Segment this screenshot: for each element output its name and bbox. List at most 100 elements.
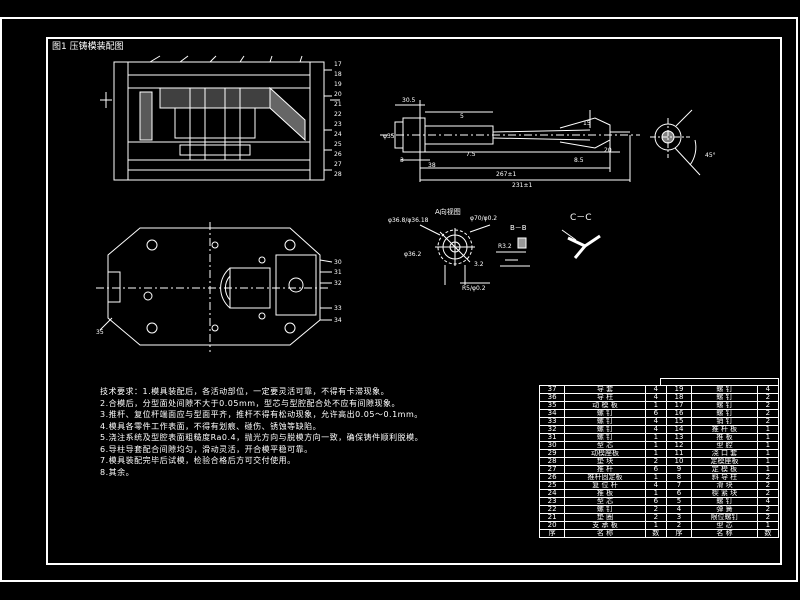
dim-7-5: 7.5: [466, 151, 476, 158]
dim-5: 5: [460, 113, 464, 120]
bom-cell: 1: [644, 473, 667, 482]
bom-cell: 2: [756, 513, 780, 522]
bom-cell: 6: [665, 489, 693, 498]
bom-cell: 2: [644, 513, 667, 522]
bom-cell: 导 套: [564, 385, 646, 394]
bom-cell: 2: [756, 473, 780, 482]
bom-cell: 12: [665, 441, 693, 450]
bom-cell: 数: [756, 529, 780, 538]
bom-cell: 7: [665, 481, 693, 490]
bom-cell: 斜 导 柱: [691, 473, 758, 482]
bom-cell: 螺 钉: [691, 409, 758, 418]
drawing-title: 图1 压铸模装配图: [52, 42, 124, 52]
bom-cell: 2: [756, 401, 780, 410]
bom-cell: 螺 钉: [691, 393, 758, 402]
bom-cell: 17: [665, 401, 693, 410]
balloon-label: 25: [334, 141, 342, 148]
bom-cell: 1: [644, 441, 667, 450]
bom-cell: 销 钉: [691, 417, 758, 426]
bom-cell: 13: [665, 433, 693, 442]
bom-cell: 支 承 板: [564, 521, 646, 530]
bom-cell: 11: [665, 449, 693, 458]
core-pin-part: [380, 100, 640, 182]
bom-cell: 19: [665, 385, 693, 394]
bom-cell: 4: [644, 393, 667, 402]
bom-cell: 4: [756, 497, 780, 506]
bom-cell: 15: [665, 417, 693, 426]
bom-cell: 动模座板: [564, 449, 646, 458]
dim-3: 3: [400, 157, 404, 164]
bom-cell: 型 腔: [691, 441, 758, 450]
bom-cell: 32: [538, 425, 566, 434]
bom-cell: 5: [665, 497, 693, 506]
bom-cell: 序: [538, 529, 566, 538]
dim-a2: φ70/φ0.2: [470, 215, 497, 222]
balloon-label: 32: [334, 280, 342, 287]
bom-cell: 1: [644, 449, 667, 458]
bom-cell: 推 板: [691, 433, 758, 442]
bom-cell: 垫 块: [564, 457, 646, 466]
dim-15: 15: [583, 120, 591, 127]
bom-cell: 螺 钉: [691, 497, 758, 506]
balloon-label: 30: [334, 259, 342, 266]
note-line: 4.模具各零件工作表面，不得有划痕、碰伤、锈蚀等缺陷。: [100, 421, 322, 431]
note-line: 2.合模后，分型面处间隙不大于0.05mm，型芯与型腔配合处不应有间隙现象。: [100, 398, 401, 408]
balloon-label: 35: [96, 329, 104, 336]
dim-231: 231±1: [512, 182, 532, 189]
dim-32: 3.2: [474, 261, 484, 268]
bom-cell: 30: [538, 441, 566, 450]
bom-cell: 8: [665, 473, 693, 482]
bom-cell: 4: [644, 425, 667, 434]
balloon-label: 31: [334, 269, 342, 276]
bom-cell: 名 称: [691, 529, 758, 538]
drawing-frame: [46, 37, 782, 565]
bom-cell: 螺 钉: [691, 385, 758, 394]
bom-cell: 2: [644, 505, 667, 514]
bom-cell: 22: [538, 505, 566, 514]
bom-cell: 28: [538, 457, 566, 466]
outer-frame: [0, 17, 798, 582]
balloon-label: 27: [334, 161, 342, 168]
technical-notes: 技术要求：1.模具装配后，各活动部位，一定要灵活可靠，不得有卡滞现象。 2.合模…: [100, 386, 530, 478]
bom-cell: 23: [538, 497, 566, 506]
bom-cell: 10: [665, 457, 693, 466]
bom-cell: 滑 块: [691, 481, 758, 490]
dim-8-5: 8.5: [574, 157, 584, 164]
balloon-label: 33: [334, 305, 342, 312]
bom-cell: 18: [665, 393, 693, 402]
dim-267: 267±1: [496, 171, 516, 178]
bom-cell: 推 杆: [564, 465, 646, 474]
bom-cell: 4: [665, 505, 693, 514]
bom-cell: 25: [538, 481, 566, 490]
b-b-section: [496, 237, 530, 267]
bom-cell: 弹 簧: [691, 505, 758, 514]
bom-cell: 推 板: [564, 489, 646, 498]
bom-cell: 16: [665, 409, 693, 418]
bom-cell: 20: [538, 521, 566, 530]
balloon-label: 20: [334, 91, 342, 98]
bom-cell: 2: [665, 521, 693, 530]
bom-cell: 螺 钉: [564, 505, 646, 514]
bom-cell: 2: [756, 417, 780, 426]
bom-cell: 1: [756, 433, 780, 442]
bom-cell: 6: [644, 497, 667, 506]
bom-cell: 4: [644, 417, 667, 426]
bom-cell: 6: [644, 465, 667, 474]
bom-cell: 1: [756, 425, 780, 434]
bom-cell: 限位螺钉: [691, 513, 758, 522]
bom-cell: 1: [644, 489, 667, 498]
bom-cell: 6: [644, 409, 667, 418]
balloon-label: 34: [334, 317, 342, 324]
bom-cell: 2: [756, 481, 780, 490]
dim-38: 38: [428, 162, 436, 169]
note-line: 3.推杆、复位杆端面应与型面平齐，推杆不得有松动现象，允许高出0.05～0.1m…: [100, 410, 423, 419]
bom-cell: 29: [538, 449, 566, 458]
